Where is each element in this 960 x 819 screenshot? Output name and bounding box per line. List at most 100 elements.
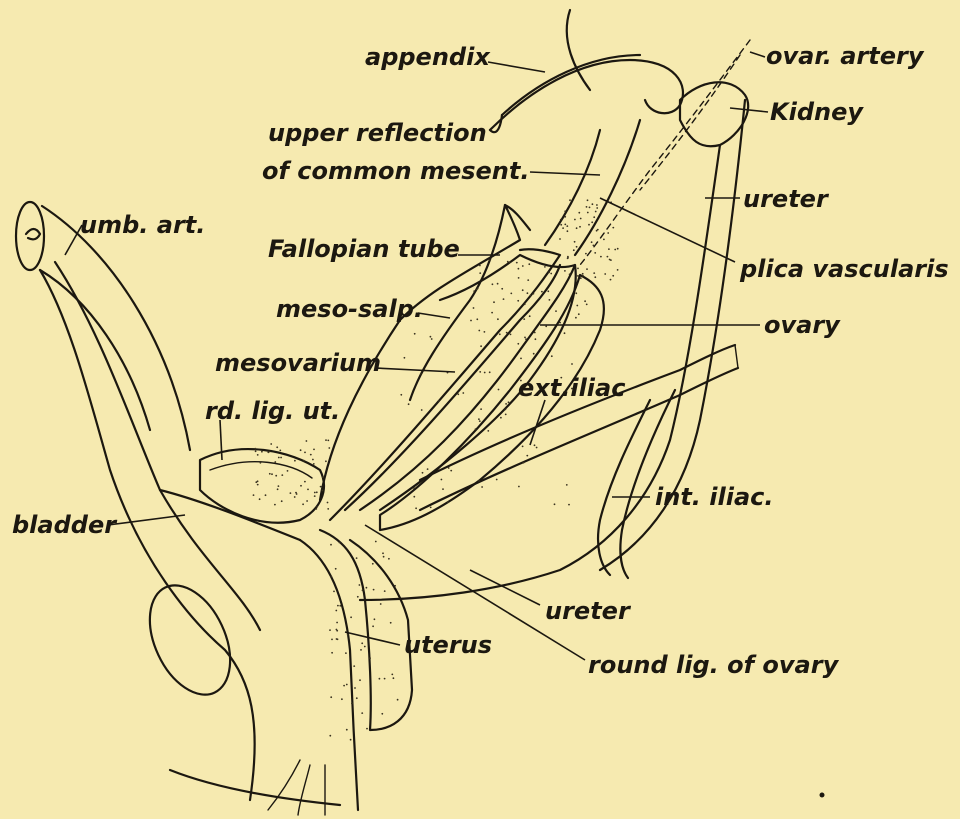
stipple-dot xyxy=(261,451,263,453)
appendix-drawing xyxy=(490,10,683,255)
stipple-dot xyxy=(544,266,546,268)
stipple-dot xyxy=(604,273,606,275)
stipple-dot xyxy=(478,418,480,420)
label-fallopian-tube: Fallopian tube xyxy=(268,236,460,262)
stipple-dot xyxy=(594,252,596,254)
stipple-dot xyxy=(442,488,444,490)
stipple-dot xyxy=(329,629,331,631)
stipple-dot xyxy=(369,657,371,659)
stipple-dot xyxy=(346,729,348,731)
stipple-dot xyxy=(448,467,450,469)
stipple-dot xyxy=(586,268,588,270)
stipple-dot xyxy=(497,283,499,285)
stipple-dot xyxy=(362,589,364,591)
label-ext-iliac: ext.iliac xyxy=(518,375,625,401)
stipple-dot xyxy=(576,246,578,248)
stipple-dot xyxy=(523,318,525,320)
stipple-dot xyxy=(501,288,503,290)
stipple-dot xyxy=(415,507,417,509)
stipple-dot xyxy=(322,476,324,478)
stipple-dot xyxy=(379,678,381,680)
stipple-dot xyxy=(295,492,297,494)
label-int-iliac: int. iliac. xyxy=(655,484,773,510)
stipple-dot xyxy=(562,227,564,229)
stipple-dot xyxy=(346,684,348,686)
stipple-dot xyxy=(277,488,279,490)
stipple-dot xyxy=(361,642,363,644)
stipple-dot xyxy=(533,353,535,355)
stipple-dot xyxy=(525,338,527,340)
stipple-dot xyxy=(254,448,256,450)
stipple-dot xyxy=(576,227,578,229)
label-meso-salp: meso-salp. xyxy=(276,296,423,322)
stipple-dot xyxy=(480,408,482,410)
stipple-dot xyxy=(593,216,595,218)
leader-mesovarium xyxy=(375,368,455,372)
stipple-dot xyxy=(489,259,491,261)
stipple-dot xyxy=(596,204,598,206)
stipple-dot xyxy=(580,277,582,279)
stipple-dot xyxy=(484,372,486,374)
stipple-dot xyxy=(517,300,519,302)
stipple-dot xyxy=(505,409,507,411)
stipple-dot xyxy=(304,481,306,483)
stipple-dot xyxy=(354,687,356,689)
stipple-dot xyxy=(536,447,538,449)
stipple-dot xyxy=(384,590,386,592)
stipple-dot xyxy=(430,507,432,509)
stipple-dot xyxy=(578,212,580,214)
stipple-dot xyxy=(294,460,296,462)
stipple-dot xyxy=(535,338,537,340)
stipple-dot xyxy=(253,494,255,496)
stipple-dot xyxy=(571,363,573,365)
stipple-dot xyxy=(617,269,619,271)
stipple-dot xyxy=(384,678,386,680)
stipple-dot xyxy=(343,685,345,687)
ink-speck xyxy=(820,793,825,798)
stipple-dot xyxy=(481,486,483,488)
stipple-dot xyxy=(586,206,588,208)
stipple-dot xyxy=(330,576,332,578)
label-ureter-upper: ureter xyxy=(743,186,828,212)
stipple-dot xyxy=(274,504,276,506)
leader-rd-lig xyxy=(220,420,222,460)
stipple-dot xyxy=(478,480,480,482)
label-kidney: Kidney xyxy=(770,99,863,125)
label-ovar-artery: ovar. artery xyxy=(766,43,923,69)
stipple-dot xyxy=(608,248,610,250)
stipple-dot xyxy=(413,496,415,498)
stipple-dot xyxy=(330,544,332,546)
stipple-dot xyxy=(315,508,317,510)
stipple-dot xyxy=(422,472,424,474)
stipple-dot xyxy=(547,290,549,292)
stipple-dot xyxy=(306,440,308,442)
stipple-dot xyxy=(560,219,562,221)
stipple-dot xyxy=(397,699,399,701)
stipple-dot xyxy=(597,229,599,231)
stipple-dot xyxy=(588,224,590,226)
stipple-dot xyxy=(427,468,429,470)
stipple-dot xyxy=(257,484,259,486)
stipple-dot xyxy=(330,696,332,698)
stipple-dot xyxy=(269,451,271,453)
stipple-dot xyxy=(327,502,329,504)
stipple-dot xyxy=(388,558,390,560)
stipple-dot xyxy=(573,249,575,251)
stipple-dot xyxy=(497,318,499,320)
stipple-dot xyxy=(441,479,443,481)
stipple-dot xyxy=(381,713,383,715)
stipple-dot xyxy=(492,283,494,285)
stipple-dot xyxy=(522,289,524,291)
stipple-dot xyxy=(564,224,566,226)
stipple-dot xyxy=(592,203,594,205)
stipple-dot xyxy=(584,300,586,302)
stipple-dot xyxy=(516,262,518,264)
stipple-dot xyxy=(304,452,306,454)
stipple-dot xyxy=(574,241,576,243)
stipple-dot xyxy=(487,430,489,432)
stipple-dot xyxy=(274,461,276,463)
stipple-dot xyxy=(325,439,327,441)
round-ligament-drawing xyxy=(200,449,324,523)
stipple-dot xyxy=(566,225,568,227)
stipple-dot xyxy=(271,473,273,475)
